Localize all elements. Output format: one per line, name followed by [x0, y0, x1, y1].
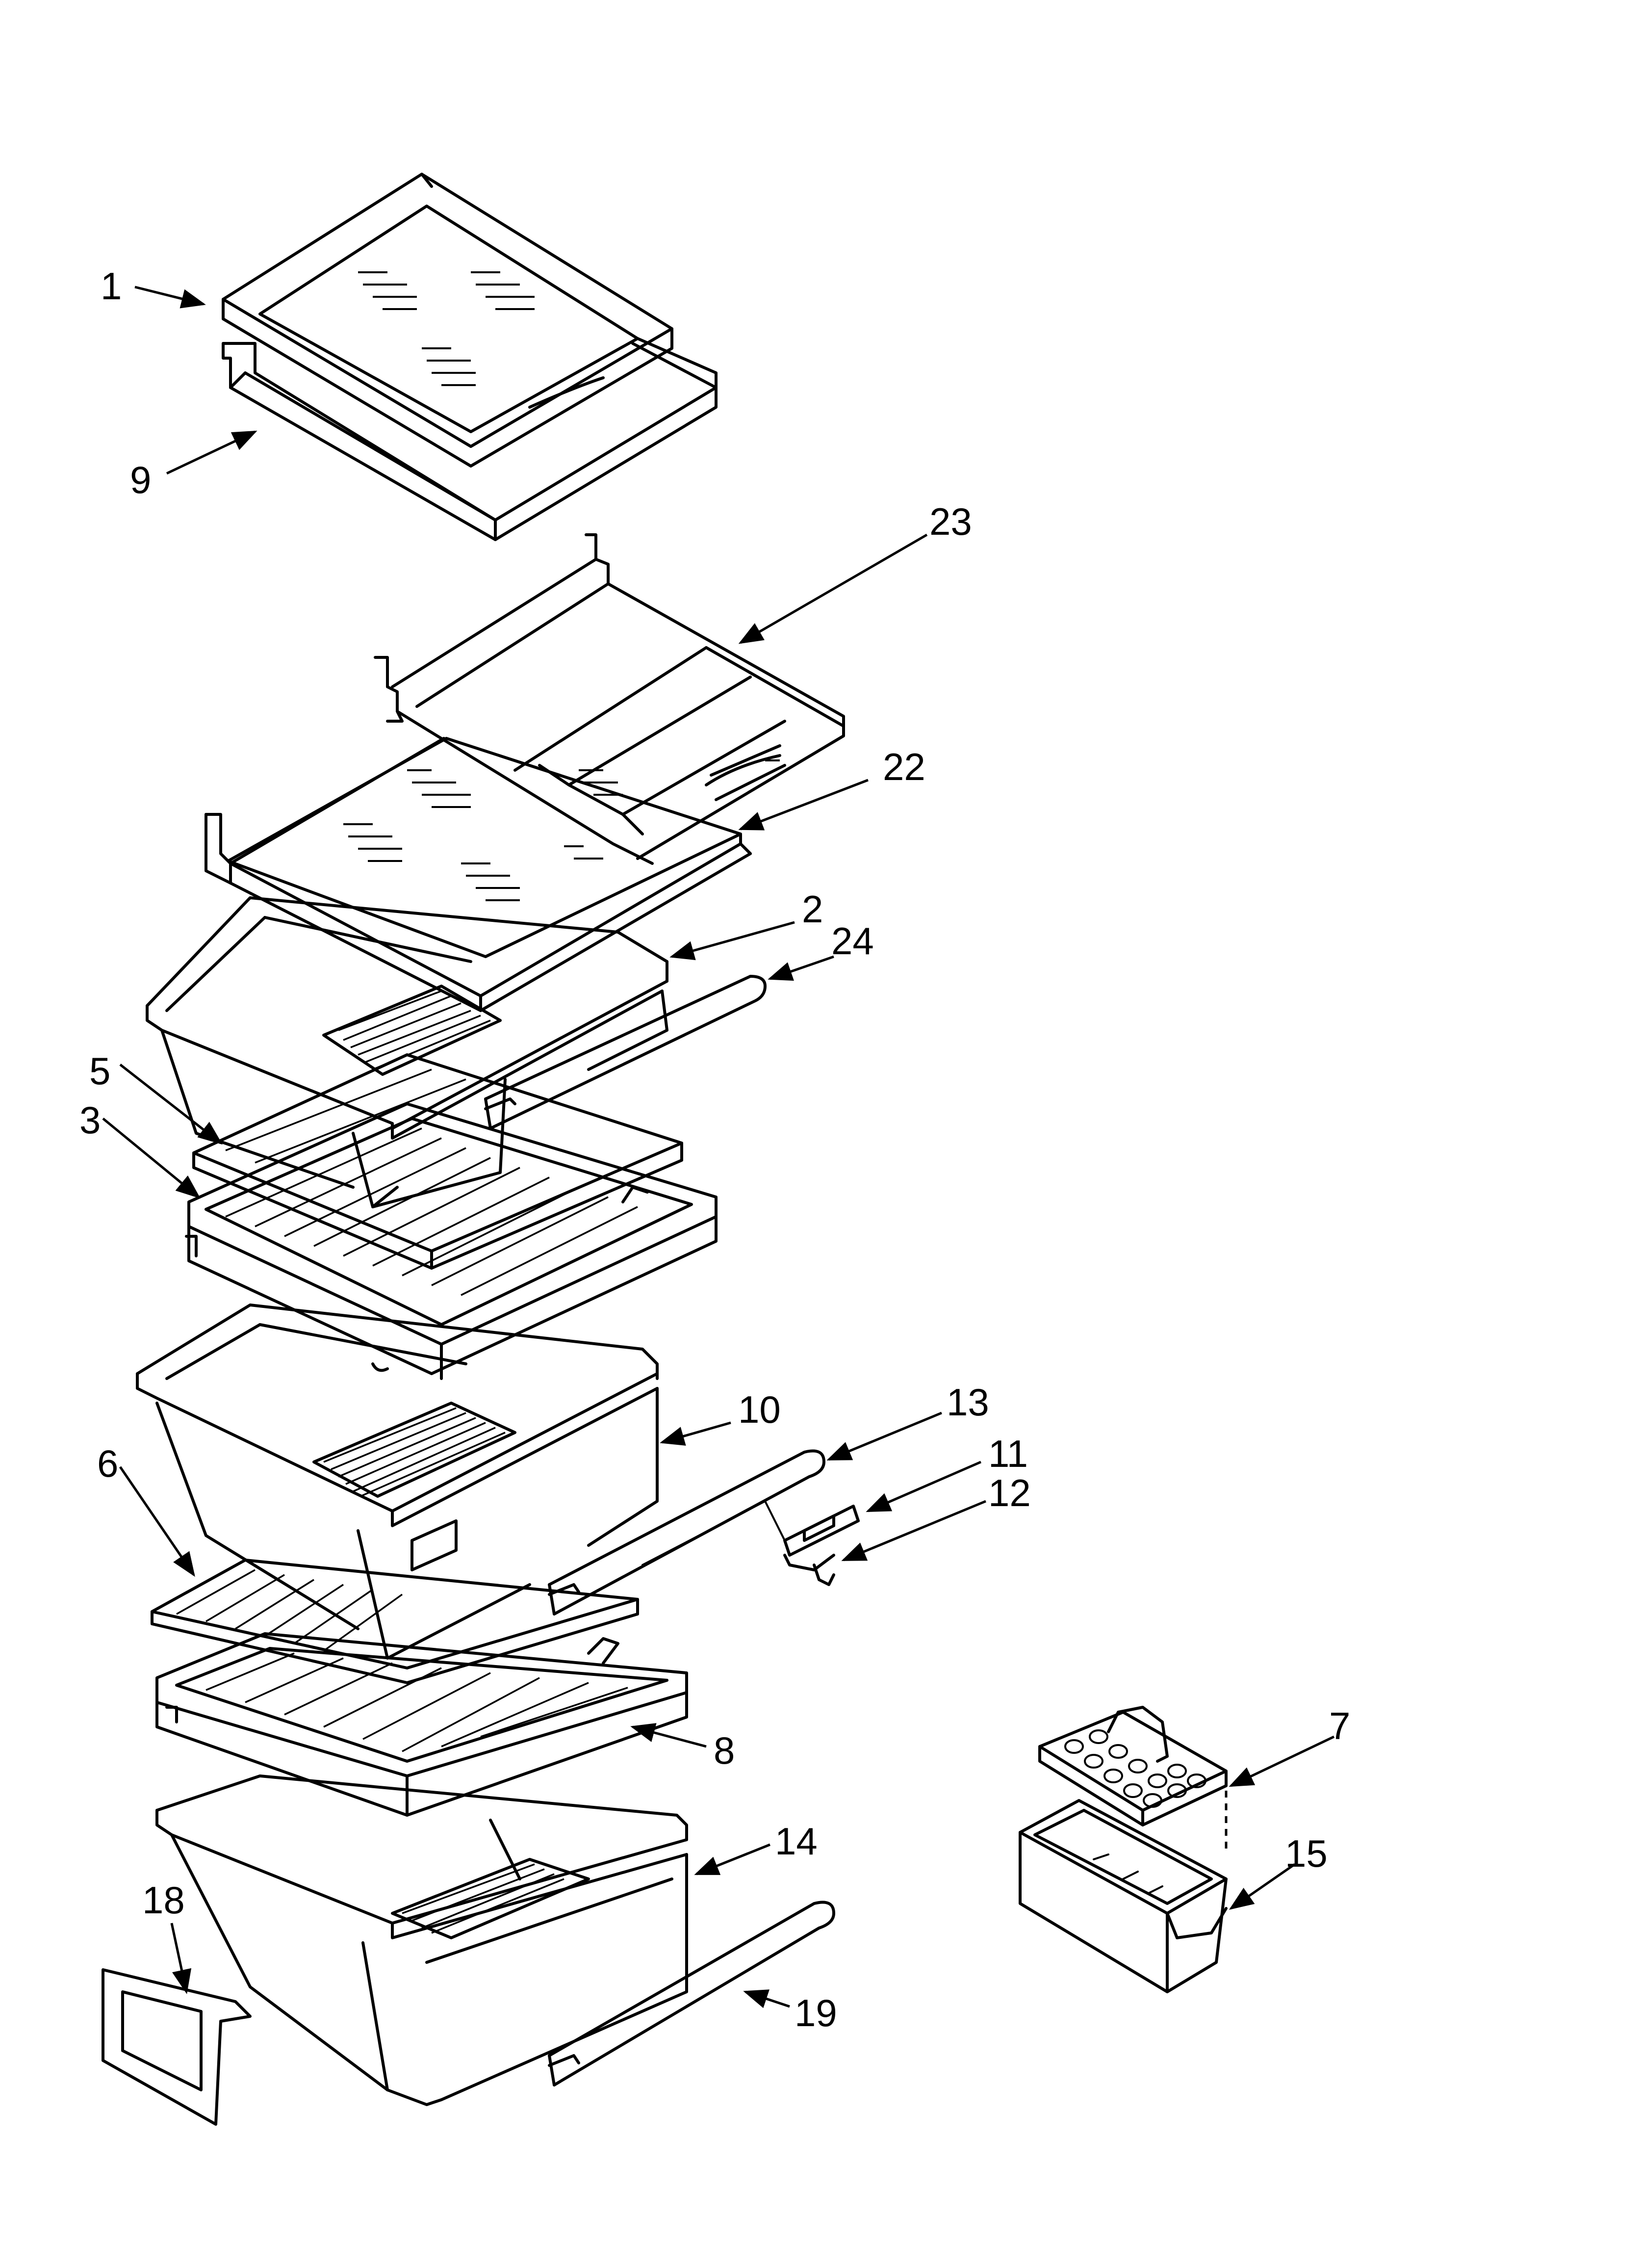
callout-22: 22	[883, 745, 925, 788]
part-19-drawer-trim	[548, 1901, 835, 2086]
leader-lines	[102, 286, 1335, 2008]
callout-8: 8	[714, 1729, 735, 1772]
part-3-cover-frame	[185, 1102, 718, 1380]
part-11-humidity-slide	[783, 1505, 860, 1557]
part-14-crisper-drawer	[155, 1774, 688, 2106]
callout-3: 3	[79, 1098, 101, 1142]
part-13-drawer-trim	[548, 1449, 825, 1616]
callout-10: 10	[738, 1388, 781, 1431]
callout-11: 11	[988, 1432, 1028, 1475]
part-6-glass-insert	[151, 1559, 639, 1684]
callout-13: 13	[947, 1381, 989, 1424]
callout-9: 9	[130, 458, 151, 501]
part-22-glass-shelf	[205, 737, 752, 1012]
part-10-crisper-drawer	[136, 1303, 659, 1660]
callout-7: 7	[1329, 1704, 1350, 1747]
part-24-drawer-trim	[484, 975, 767, 1130]
part-7-egg-tray	[1038, 1706, 1228, 1854]
part-9-shelf-frame	[222, 337, 718, 541]
part-8-cover-frame	[155, 1632, 688, 1817]
callout-12: 12	[988, 1471, 1031, 1514]
part-23-shelf-frame	[374, 533, 845, 865]
part-12-humidity-control	[641, 1500, 835, 1586]
callout-labels: 1 2 3 5 6 7 8 9 10 11 12 13 14 15 18 19 …	[79, 264, 1350, 2034]
callout-2: 2	[802, 887, 823, 931]
callout-18: 18	[142, 1878, 185, 1922]
callout-24: 24	[831, 919, 874, 963]
callout-14: 14	[775, 1820, 818, 1863]
part-5-glass-insert	[192, 1053, 683, 1270]
callout-1: 1	[101, 264, 122, 308]
callout-6: 6	[97, 1442, 118, 1485]
callout-5: 5	[89, 1049, 110, 1093]
callout-15: 15	[1285, 1832, 1328, 1875]
part-18-label	[102, 1968, 252, 2126]
callout-19: 19	[795, 1991, 837, 2034]
callout-23: 23	[929, 500, 972, 543]
part-1-glass-shelf	[222, 173, 673, 468]
part-15-egg-bin	[1019, 1799, 1228, 1993]
